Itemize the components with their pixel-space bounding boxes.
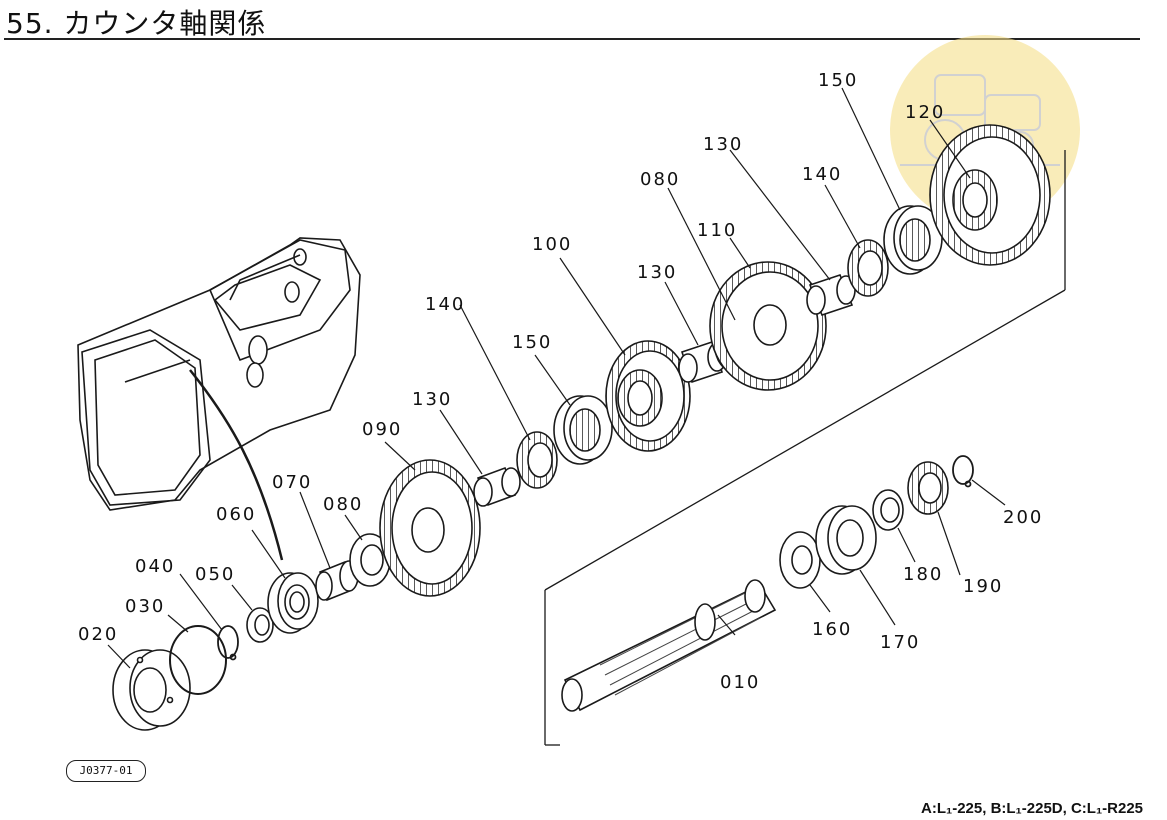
- label-080-lower: 080: [323, 494, 363, 515]
- label-140-a: 140: [425, 294, 465, 315]
- part-200-snap-ring: [952, 455, 974, 488]
- leader-lines: [107, 87, 1006, 669]
- part-150-synchro-ring-a: [553, 395, 613, 465]
- part-180-collar: [872, 489, 904, 531]
- label-100: 100: [532, 234, 572, 255]
- label-170: 170: [880, 632, 920, 653]
- part-030-o-ring: [169, 625, 227, 695]
- label-120: 120: [905, 102, 945, 123]
- part-120-gear: [929, 124, 1051, 266]
- label-200: 200: [1003, 507, 1043, 528]
- label-030: 030: [125, 596, 165, 617]
- label-090: 090: [362, 419, 402, 440]
- label-060: 060: [216, 504, 256, 525]
- diagram-reference-code: J0377-01: [66, 760, 146, 782]
- part-050-collar: [246, 607, 274, 643]
- label-130-a: 130: [412, 389, 452, 410]
- counter-shaft-assembly-outline: [544, 150, 1066, 746]
- label-010: 010: [720, 672, 760, 693]
- label-150-a: 150: [512, 332, 552, 353]
- page-title: 55. カウンタ軸関係: [6, 7, 267, 40]
- part-020-cover: [112, 649, 191, 731]
- part-140-gear-a: [516, 431, 558, 489]
- part-150-synchro-ring-b: [883, 205, 943, 275]
- title-underline: [4, 38, 1140, 40]
- model-applicability-note: A:L₁-225, B:L₁-225D, C:L₁-R225: [921, 800, 1143, 817]
- label-160: 160: [812, 619, 852, 640]
- part-140-gear-b: [847, 239, 889, 297]
- part-170-bearing: [815, 505, 877, 575]
- label-130-b: 130: [637, 262, 677, 283]
- label-130-c: 130: [703, 134, 743, 155]
- part-110-gear: [709, 261, 827, 391]
- part-100-gear: [605, 340, 691, 452]
- label-150-b: 150: [818, 70, 858, 91]
- label-180: 180: [903, 564, 943, 585]
- label-070: 070: [272, 472, 312, 493]
- part-190-gear: [907, 461, 949, 515]
- part-040-snap-ring: [217, 625, 239, 661]
- part-090-gear: [379, 459, 481, 597]
- label-020: 020: [78, 624, 118, 645]
- part-060-bearing: [267, 572, 319, 634]
- part-010-counter-shaft: [561, 579, 777, 712]
- label-080-upper: 080: [640, 169, 680, 190]
- part-160-washer: [779, 531, 821, 589]
- part-130-needle-bearing-a: [473, 466, 521, 507]
- label-050: 050: [195, 564, 235, 585]
- part-130-needle-bearing-c: [806, 274, 856, 316]
- label-040: 040: [135, 556, 175, 577]
- part-labels: 020 030 040 050 060 070 080 090 130 140 …: [78, 70, 1043, 693]
- label-110: 110: [697, 220, 737, 241]
- label-140-b: 140: [802, 164, 842, 185]
- transmission-housing: [77, 237, 361, 511]
- label-190: 190: [963, 576, 1003, 597]
